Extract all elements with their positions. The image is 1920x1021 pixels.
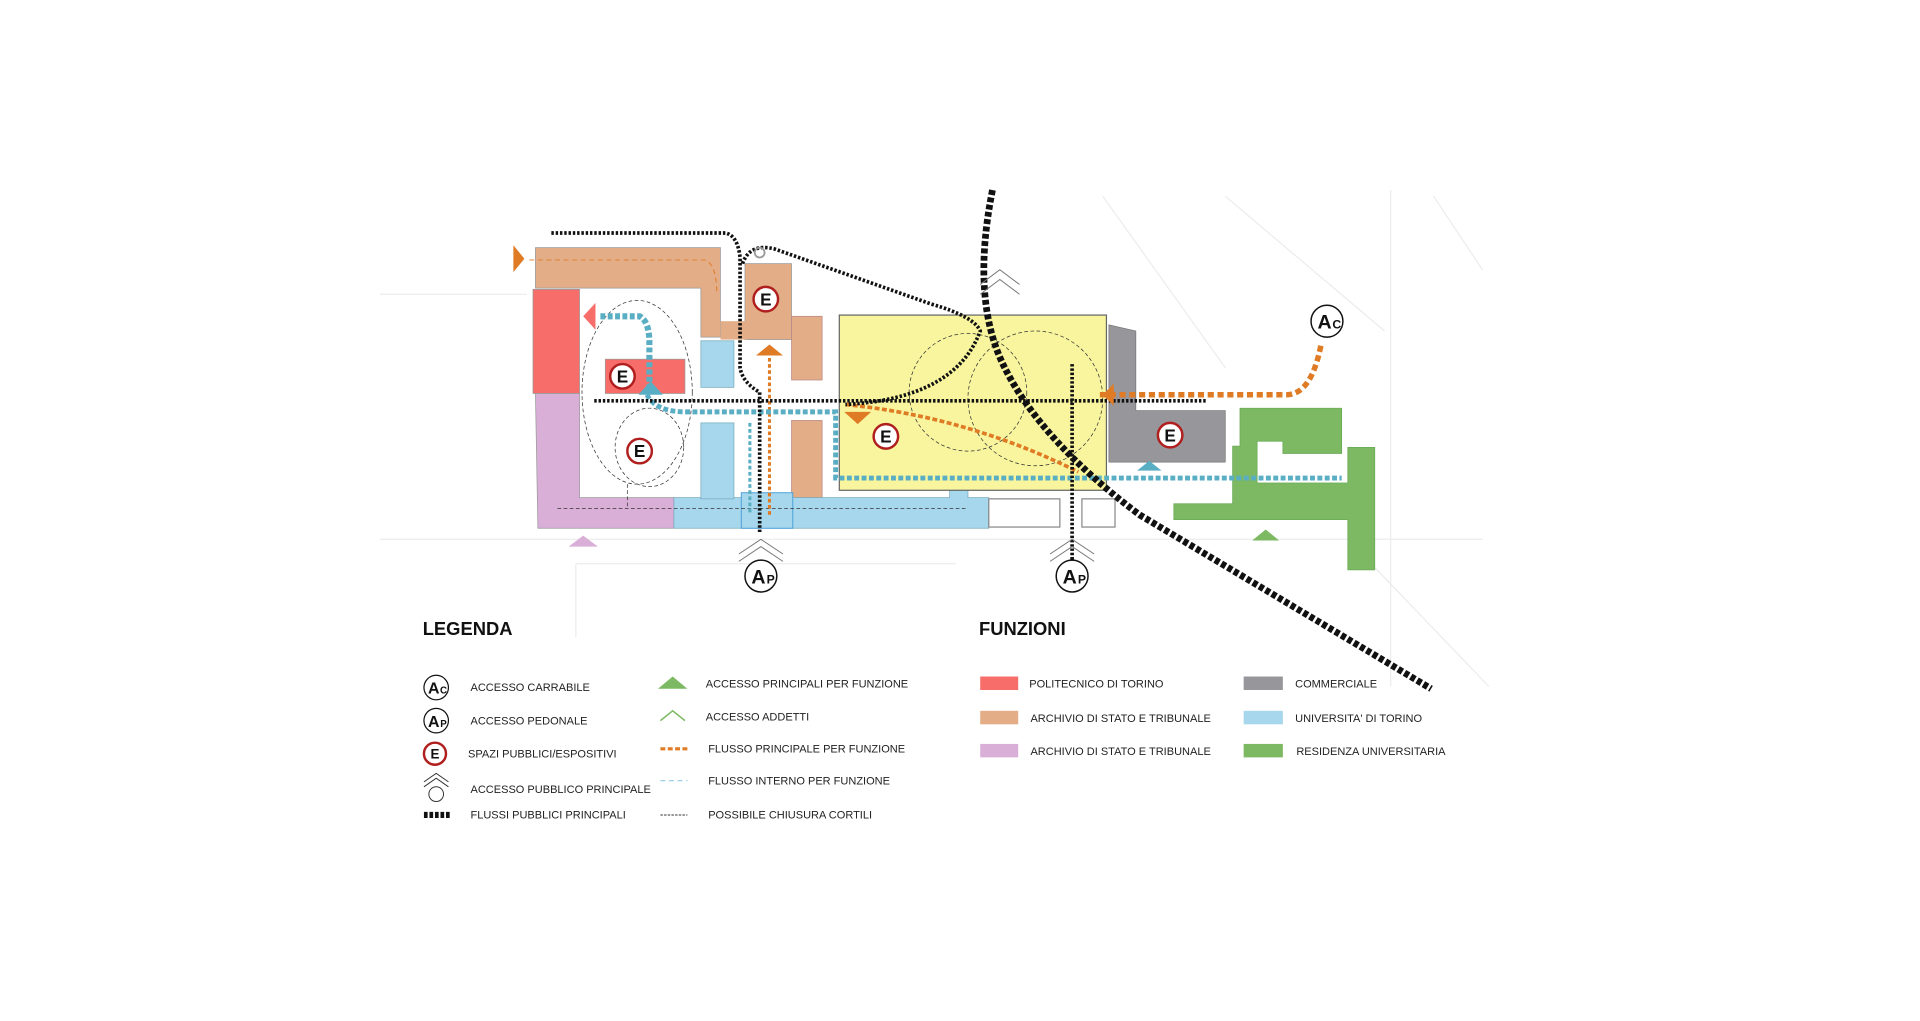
pink-triangle-icon: [568, 535, 598, 547]
svg-text:UNIVERSITA' DI TORINO: UNIVERSITA' DI TORINO: [1295, 713, 1422, 725]
svg-text:P: P: [1078, 572, 1086, 586]
swatch-archivio-pink: [980, 743, 1019, 758]
svg-text:E: E: [760, 289, 771, 309]
svg-text:A: A: [428, 714, 440, 731]
svg-text:ACCESSO PUBBLICO PRINCIPALE: ACCESSO PUBBLICO PRINCIPALE: [471, 784, 651, 796]
functions-legend: FUNZIONI POLITECNICO DI TORINO ARCHIVIO …: [979, 618, 1446, 758]
universita-block: [700, 422, 735, 500]
archivio-building-north: [535, 247, 721, 338]
orange-flows: [529, 259, 1324, 515]
swatch-commerciale: [1243, 676, 1283, 691]
blue-triangle-icon: [1137, 460, 1162, 471]
swatch-universita: [1243, 710, 1283, 725]
orange-triangle-icon: [755, 344, 783, 356]
svg-text:FLUSSO PRINCIPALE PER FUNZIONE: FLUSSO PRINCIPALE PER FUNZIONE: [708, 743, 905, 755]
svg-text:ACCESSO PRINCIPALI PER FUNZION: ACCESSO PRINCIPALI PER FUNZIONE: [706, 679, 908, 691]
archivio-block: [791, 315, 823, 381]
swatch-residenza: [1243, 743, 1283, 758]
public-access-icon: [423, 772, 449, 802]
svg-text:COMMERCIALE: COMMERCIALE: [1295, 679, 1377, 691]
svg-text:E: E: [634, 441, 645, 461]
svg-text:FLUSSI PUBBLICI PRINCIPALI: FLUSSI PUBBLICI PRINCIPALI: [471, 810, 626, 822]
e-marker: E: [608, 362, 636, 390]
e-marker: E: [1156, 421, 1184, 449]
blue-flows: [600, 313, 1342, 515]
green-triangle-icon: [1252, 529, 1280, 541]
svg-text:E: E: [430, 747, 439, 762]
courtyard-closures: [557, 299, 1104, 510]
svg-text:E: E: [1164, 425, 1175, 445]
commerciale-building: [1108, 324, 1226, 463]
railway-main-flow: [980, 189, 1433, 692]
svg-text:C: C: [1332, 318, 1341, 332]
swatch-politecnico: [980, 676, 1019, 691]
svg-text:ARCHIVIO DI STATO E TRIBUNALE: ARCHIVIO DI STATO E TRIBUNALE: [1030, 746, 1210, 758]
svg-text:ACCESSO PEDONALE: ACCESSO PEDONALE: [471, 715, 588, 727]
universita-block: [700, 340, 735, 388]
e-marker: E: [626, 437, 654, 465]
open-chevron-icon: [659, 709, 686, 722]
functions-title: FUNZIONI: [979, 618, 1066, 639]
svg-text:C: C: [440, 686, 447, 697]
svg-text:SPAZI PUBBLICI/ESPOSITIVI: SPAZI PUBBLICI/ESPOSITIVI: [468, 748, 617, 760]
legend-title: LEGENDA: [423, 618, 513, 639]
orange-triangle-icon: [513, 245, 525, 273]
orange-triangle-icon: [844, 411, 872, 425]
svg-text:FLUSSO INTERNO PER FUNZIONE: FLUSSO INTERNO PER FUNZIONE: [708, 775, 890, 787]
blue-triangle-icon: [638, 381, 663, 395]
archivio-pink-building: [535, 393, 675, 529]
svg-text:A: A: [428, 681, 440, 698]
svg-text:E: E: [880, 426, 891, 446]
swatch-archivio: [980, 710, 1019, 725]
e-circle-icon: E: [422, 741, 448, 766]
svg-text:P: P: [767, 572, 775, 586]
svg-text:P: P: [440, 719, 447, 730]
residenza-building: [1173, 407, 1376, 571]
public-flows: [551, 189, 1433, 692]
red-triangle-icon: [583, 302, 596, 330]
staff-access-chevrons: [738, 269, 1095, 562]
politecnico-building: [532, 288, 580, 394]
e-markers: E E E E E: [608, 285, 1184, 465]
svg-text:A: A: [1063, 566, 1077, 588]
e-marker: E: [872, 422, 900, 450]
svg-text:ACCESSO CARRABILE: ACCESSO CARRABILE: [471, 682, 590, 694]
svg-text:A: A: [751, 566, 765, 588]
orange-triangle-icon: [1102, 383, 1114, 406]
svg-text:POLITECNICO DI TORINO: POLITECNICO DI TORINO: [1029, 679, 1164, 691]
svg-text:POSSIBILE CHIUSURA CORTILI: POSSIBILE CHIUSURA CORTILI: [708, 810, 872, 822]
filled-triangle-icon: [657, 676, 688, 689]
svg-text:ACCESSO ADDETTI: ACCESSO ADDETTI: [706, 712, 809, 724]
svg-text:A: A: [1317, 312, 1331, 334]
e-marker: E: [752, 285, 780, 313]
public-access-icon: [753, 246, 766, 259]
svg-text:E: E: [617, 366, 628, 386]
svg-text:ARCHIVIO DI STATO E TRIBUNALE: ARCHIVIO DI STATO E TRIBUNALE: [1030, 713, 1210, 725]
archivio-block: [791, 420, 823, 500]
access-triangles: [513, 245, 1280, 547]
svg-text:RESIDENZA UNIVERSITARIA: RESIDENZA UNIVERSITARIA: [1296, 746, 1446, 758]
